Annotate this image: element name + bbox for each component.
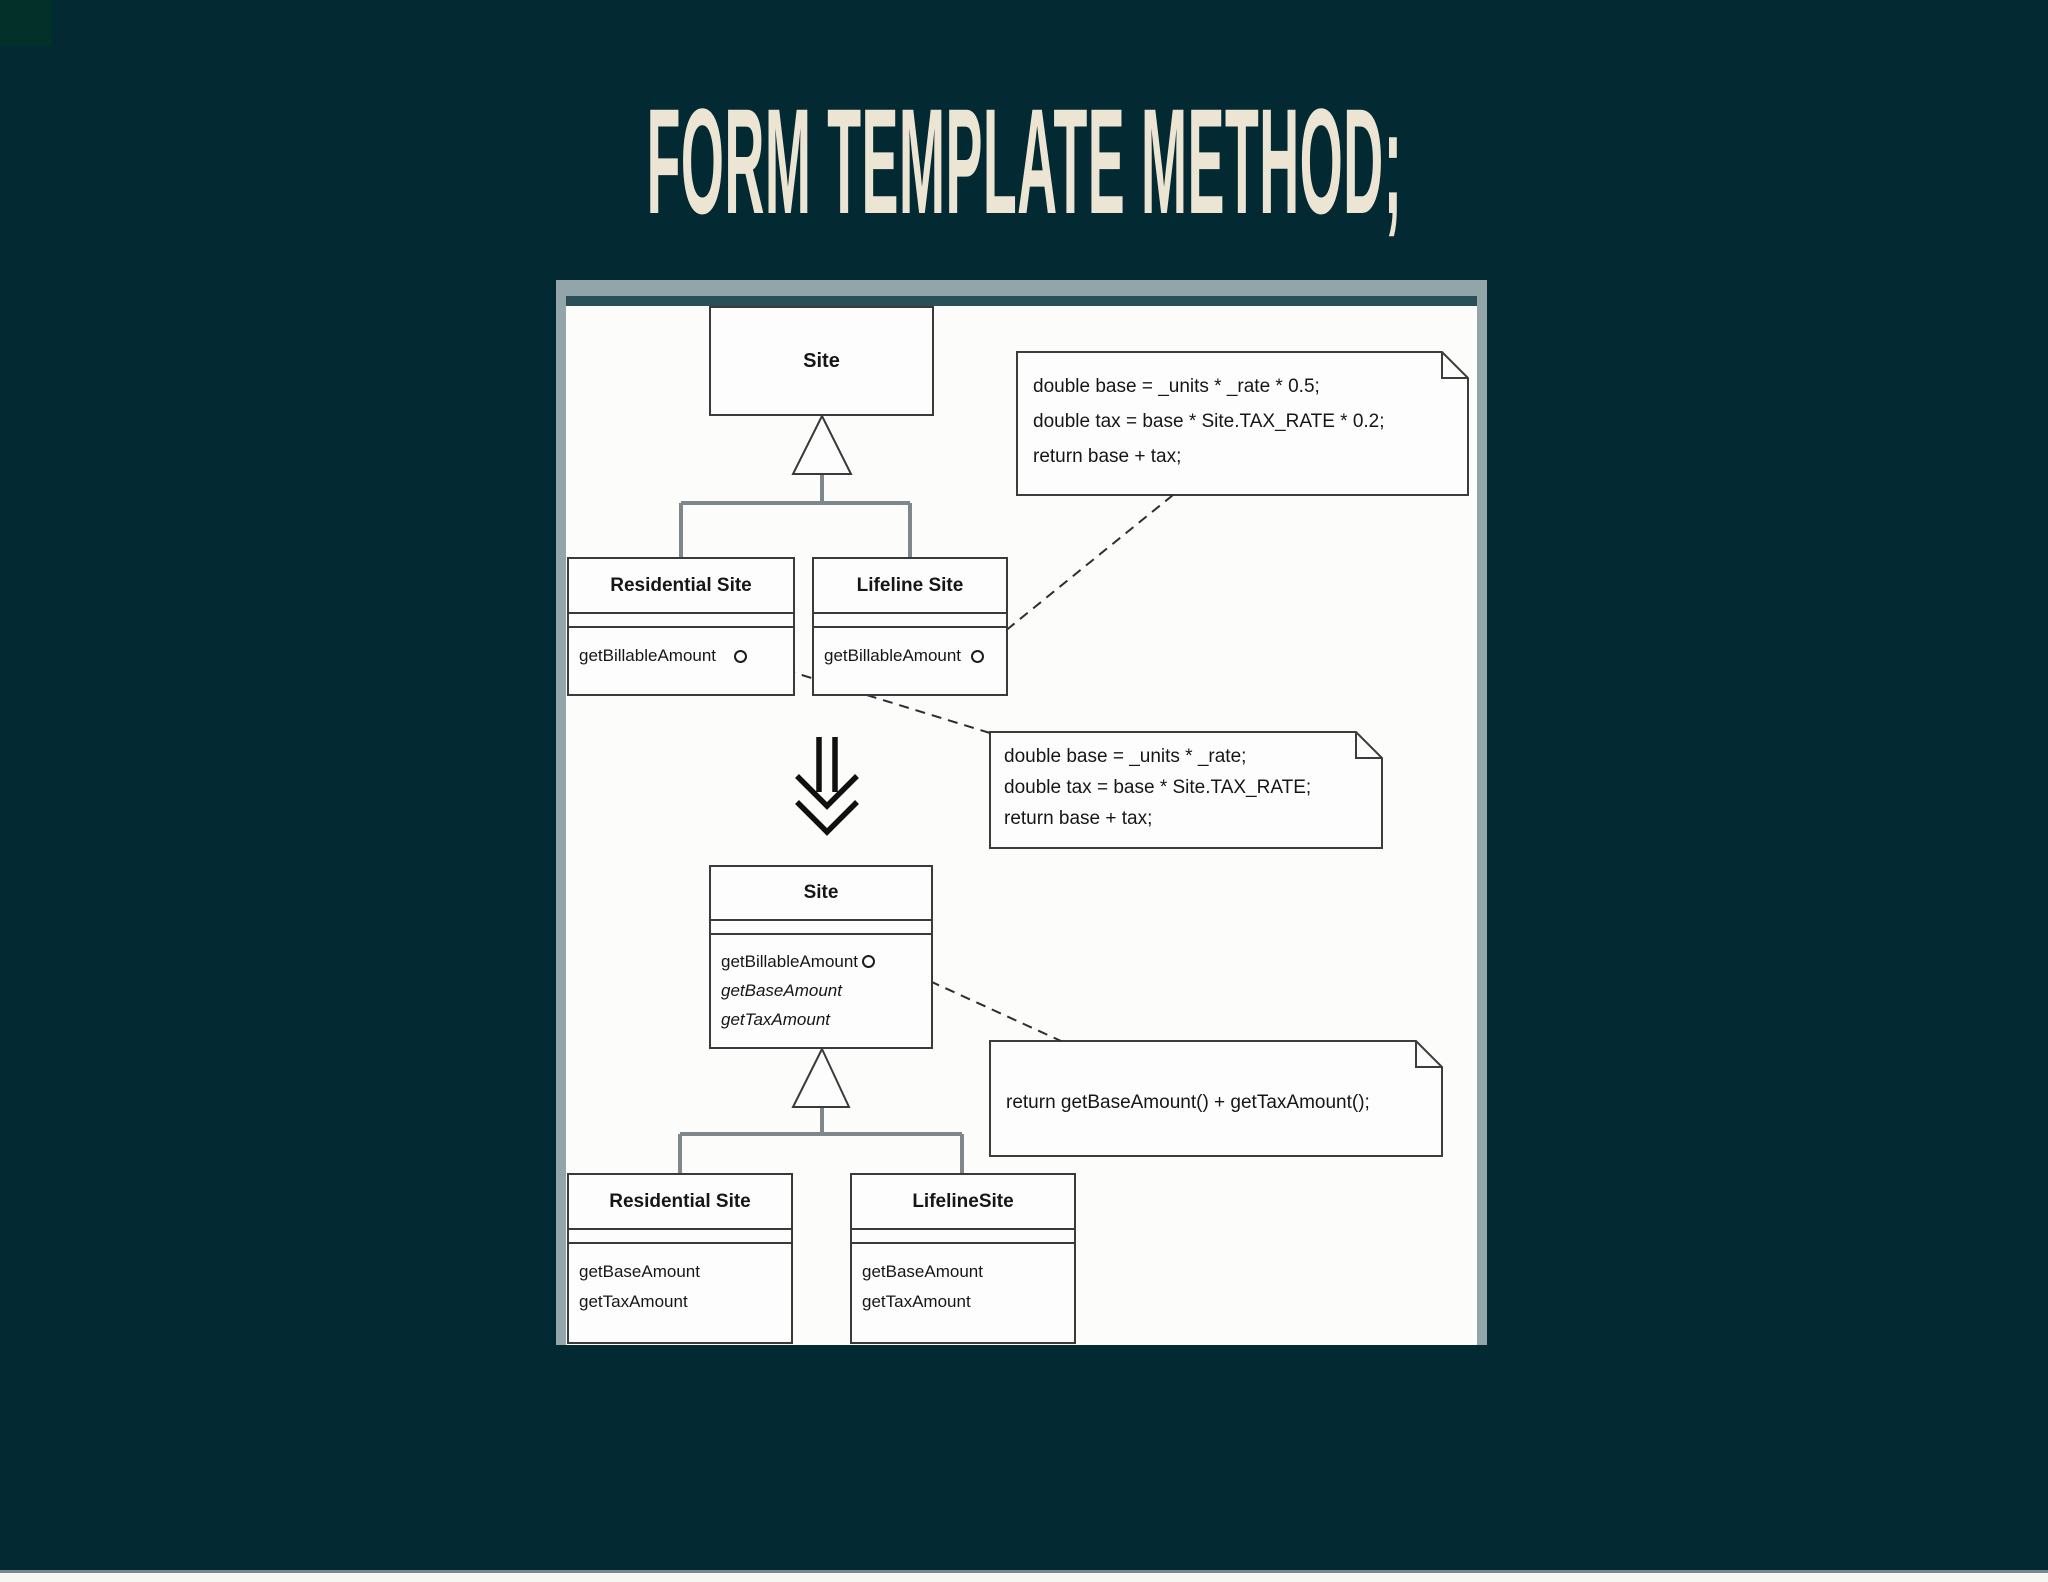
bottom-strip: [0, 1570, 2048, 1582]
connector-overlay: [678, 351, 1469, 1174]
note-line: double tax = base * Site.TAX_RATE * 0.2;: [1033, 411, 1385, 432]
diagram-panel: Site Residential Site getBillableAmount: [556, 280, 1487, 1345]
note-after-text: return getBaseAmount() + getTaxAmount();: [1006, 1086, 1370, 1120]
attributes-compartment: [711, 921, 931, 935]
uml-class-site-before: Site: [709, 306, 934, 416]
methods-compartment: getBillableAmount: [814, 628, 1006, 671]
note-refactored-text: double base = _units * _rate; double tax…: [1004, 741, 1311, 834]
class-header: Residential Site: [569, 559, 793, 614]
diagram-canvas: Site Residential Site getBillableAmount: [556, 280, 1487, 1345]
attributes-compartment: [814, 614, 1006, 628]
inheritance-triangle-icon-after: [791, 1046, 851, 1108]
attributes-compartment: [569, 614, 793, 628]
attributes-compartment: [569, 1230, 791, 1244]
note-line: double base = _units * _rate * 0.5;: [1033, 376, 1320, 397]
method-row: getBaseAmount: [852, 1257, 1074, 1287]
inheritance-connector-after: [678, 1107, 964, 1174]
corner-artifact: [0, 0, 52, 46]
method-row: getTaxAmount: [852, 1287, 1074, 1317]
method-row-abstract: getBaseAmount: [711, 976, 931, 1005]
attributes-compartment: [852, 1230, 1074, 1244]
class-title: Residential Site: [609, 1190, 751, 1212]
slide-title: FORM TEMPLATE METHOD;: [646, 77, 1402, 245]
class-title: Residential Site: [610, 574, 752, 596]
method-row: getBillableAmount: [814, 641, 1006, 671]
note-line: return base + tax;: [1004, 808, 1153, 829]
method-row: getBillableAmount: [569, 641, 793, 671]
methods-compartment: getBillableAmount: [569, 628, 793, 671]
method-row: getBillableAmount: [711, 947, 931, 976]
class-title: Site: [803, 882, 839, 903]
transform-arrow-icon: [795, 737, 859, 836]
note-link-dashed-site: [898, 966, 1062, 1042]
note-shape-after: [989, 1040, 1443, 1157]
class-title: LifelineSite: [912, 1190, 1014, 1212]
note-before-text: double base = _units * _rate * 0.5; doub…: [1033, 369, 1385, 474]
method-row: getBaseAmount: [569, 1257, 791, 1287]
method-label: getBaseAmount: [579, 1262, 700, 1281]
methods-compartment: getBaseAmount getTaxAmount: [569, 1244, 791, 1317]
note-line: return getBaseAmount() + getTaxAmount();: [1006, 1092, 1370, 1113]
class-title: Lifeline Site: [856, 574, 964, 596]
methods-compartment: getBillableAmount getBaseAmount getTaxAm…: [711, 935, 931, 1034]
method-label: getTaxAmount: [721, 1009, 830, 1029]
note-shape-refactored: [989, 731, 1383, 849]
note-line: double base = _units * _rate;: [1004, 746, 1247, 767]
method-label: getBillableAmount: [721, 951, 859, 971]
title-area: FORM TEMPLATE METHOD;: [0, 86, 2048, 236]
uml-class-lifeline-after: LifelineSite getBaseAmount getTaxAmount: [850, 1173, 1076, 1344]
interface-lollipop-icon: [734, 649, 748, 663]
class-title: Site: [803, 349, 840, 372]
note-shape-before: [1016, 351, 1469, 496]
interface-lollipop-icon: [862, 955, 876, 968]
method-label: getBillableAmount: [824, 646, 962, 665]
uml-class-lifeline-before: Lifeline Site getBillableAmount: [812, 557, 1008, 696]
class-header: LifelineSite: [852, 1175, 1074, 1230]
inheritance-triangle-icon-before: [791, 413, 853, 475]
note-line: double tax = base * Site.TAX_RATE;: [1004, 777, 1312, 798]
class-header: Site: [711, 867, 931, 921]
note-line: return base + tax;: [1033, 446, 1182, 467]
method-label: getBaseAmount: [862, 1262, 983, 1281]
method-label: getBillableAmount: [579, 646, 717, 665]
method-label: getBaseAmount: [721, 980, 842, 1000]
method-label: getTaxAmount: [862, 1292, 971, 1311]
class-header: Residential Site: [569, 1175, 791, 1230]
method-label: getTaxAmount: [579, 1292, 688, 1311]
method-row-abstract: getTaxAmount: [711, 1005, 931, 1034]
uml-class-site-after: Site getBillableAmount getBaseAmount get…: [709, 865, 933, 1049]
interface-lollipop-icon: [971, 649, 985, 663]
panel-top-stripe: [566, 296, 1477, 306]
methods-compartment: getBaseAmount getTaxAmount: [852, 1244, 1074, 1317]
method-row: getTaxAmount: [569, 1287, 791, 1317]
class-header: Lifeline Site: [814, 559, 1006, 614]
inheritance-connector-before: [679, 474, 912, 558]
note-link-dashed-lifeline: [982, 494, 1174, 650]
uml-class-residential-before: Residential Site getBillableAmount: [567, 557, 795, 696]
uml-class-residential-after: Residential Site getBaseAmount getTaxAmo…: [567, 1173, 793, 1344]
